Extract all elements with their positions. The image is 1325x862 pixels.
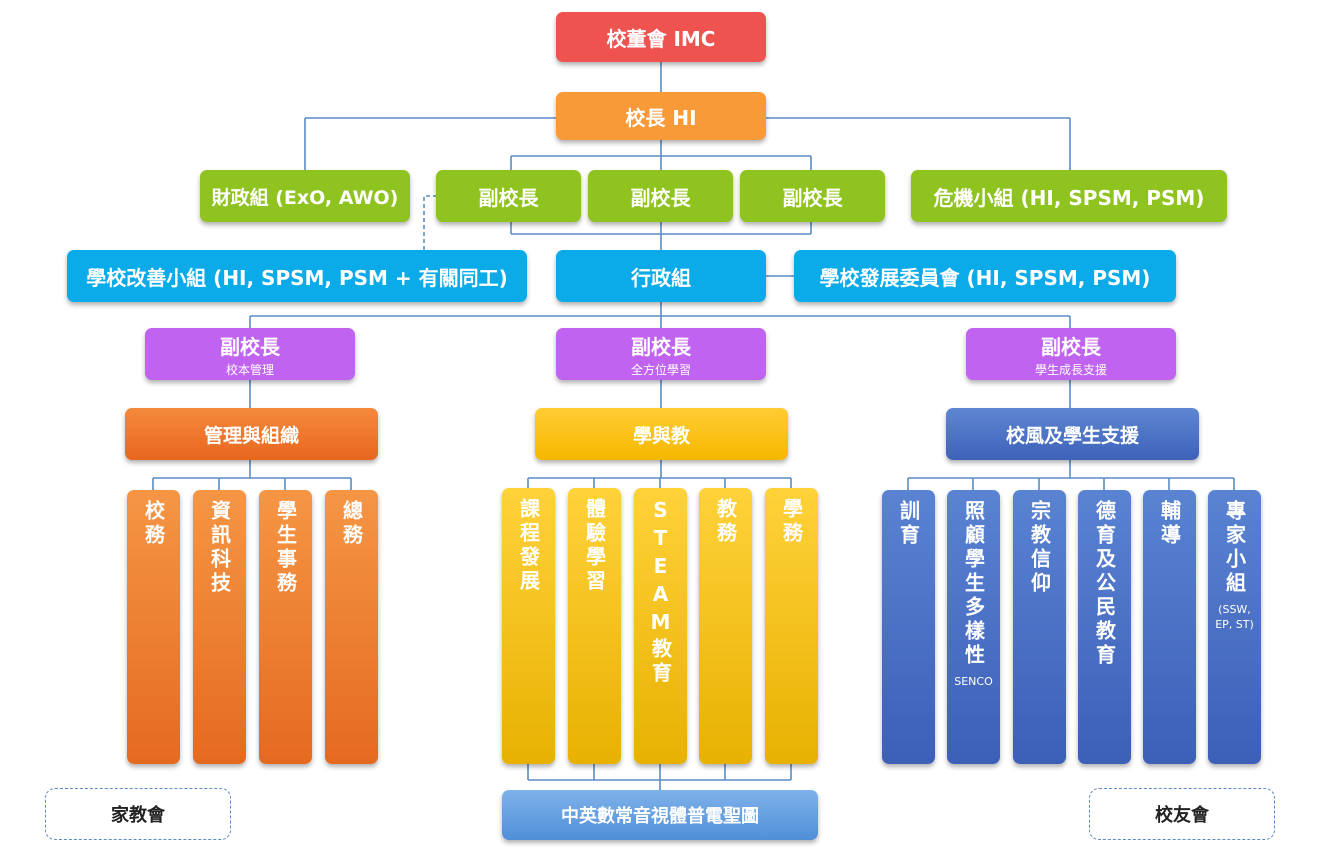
principal-label: 校長 HI	[625, 105, 697, 130]
deputy-support-sub: 學生成長支援	[1034, 362, 1107, 377]
column-curriculum: 課程發展	[502, 488, 555, 764]
column-it-label: 資訊科技	[207, 500, 232, 596]
column-experiential: 體驗學習	[568, 488, 621, 764]
column-discipline-label: 訓育	[896, 500, 921, 548]
deputy-top-2: 副校長	[588, 170, 733, 222]
column-academic-label: 教務	[713, 498, 738, 546]
pta-label: 家教會	[111, 805, 165, 826]
alumni-label: 校友會	[1155, 805, 1209, 826]
deputy-top-1: 副校長	[436, 170, 581, 222]
crisis-box: 危機小組 (HI, SPSM, PSM)	[911, 170, 1227, 222]
alumni-box: 校友會	[1089, 788, 1275, 840]
column-discipline: 訓育	[882, 490, 935, 764]
resource-centre-label: 中英數常音視體普電聖圖	[561, 806, 759, 827]
deputy-top-3-label: 副校長	[782, 185, 843, 210]
admin-label: 行政組	[631, 265, 691, 290]
column-religion-label: 宗教信仰	[1027, 500, 1052, 596]
column-moral-civic: 德育及公民教育	[1078, 490, 1131, 764]
deputy-top-2-label: 副校長	[630, 185, 691, 210]
branch-learning: 學與教	[535, 408, 788, 460]
deputy-top-3: 副校長	[740, 170, 885, 222]
column-student-affairs: 學生事務	[259, 490, 312, 764]
column-specialists-note: (SSW, EP, ST)	[1215, 603, 1254, 631]
branch-management: 管理與組織	[125, 408, 378, 460]
column-steam: STEAM教育	[634, 488, 687, 764]
column-it: 資訊科技	[193, 490, 246, 764]
finance-box: 財政組 (ExO, AWO)	[200, 170, 410, 222]
deputy-learning-title: 副校長	[631, 334, 691, 359]
deputy-top-1-label: 副校長	[478, 185, 539, 210]
principal-box: 校長 HI	[556, 92, 766, 140]
column-diversity-note: SENCO	[954, 675, 993, 688]
pta-box: 家教會	[45, 788, 231, 840]
column-specialists-label: 專家小組	[1222, 500, 1247, 596]
branch-learning-label: 學與教	[632, 424, 690, 447]
column-diversity: 照顧學生多樣性 SENCO	[947, 490, 1000, 764]
deputy-learning-sub: 全方位學習	[630, 362, 691, 377]
improvement-label: 學校改善小組 (HI, SPSM, PSM + 有關同工)	[86, 265, 508, 290]
imc-label: 校董會 IMC	[606, 26, 716, 51]
column-general-affairs: 總務	[325, 490, 378, 764]
admin-box: 行政組	[556, 250, 766, 302]
column-moral-civic-label: 德育及公民教育	[1092, 500, 1117, 668]
deputy-management: 副校長 校本管理	[145, 328, 355, 380]
development-label: 學校發展委員會 (HI, SPSM, PSM)	[819, 265, 1151, 290]
branch-support: 校風及學生支援	[946, 408, 1199, 460]
column-student-affairs-label: 學生事務	[273, 500, 298, 596]
column-school-affairs: 校務	[127, 490, 180, 764]
crisis-label: 危機小組 (HI, SPSM, PSM)	[933, 185, 1205, 210]
branch-management-label: 管理與組織	[203, 424, 299, 447]
imc-box: 校董會 IMC	[556, 12, 766, 62]
deputy-support-title: 副校長	[1041, 334, 1101, 359]
deputy-learning: 副校長 全方位學習	[556, 328, 766, 380]
column-academic: 教務	[699, 488, 752, 764]
finance-label: 財政組 (ExO, AWO)	[211, 186, 399, 209]
column-religion: 宗教信仰	[1013, 490, 1066, 764]
column-steam-label: STEAM教育	[648, 498, 673, 686]
column-diversity-label: 照顧學生多樣性	[961, 500, 986, 668]
column-experiential-label: 體驗學習	[582, 498, 607, 594]
deputy-management-sub: 校本管理	[225, 362, 274, 377]
deputy-support: 副校長 學生成長支援	[966, 328, 1176, 380]
deputy-management-title: 副校長	[220, 334, 280, 359]
column-studies-label: 學務	[779, 498, 804, 546]
column-curriculum-label: 課程發展	[516, 498, 541, 594]
column-counselling-label: 輔導	[1157, 500, 1182, 548]
column-general-affairs-label: 總務	[339, 500, 364, 548]
resource-centre-box: 中英數常音視體普電聖圖	[502, 790, 818, 840]
improvement-box: 學校改善小組 (HI, SPSM, PSM + 有關同工)	[67, 250, 527, 302]
branch-support-label: 校風及學生支援	[1005, 424, 1139, 447]
column-studies: 學務	[765, 488, 818, 764]
development-box: 學校發展委員會 (HI, SPSM, PSM)	[794, 250, 1176, 302]
column-school-affairs-label: 校務	[141, 500, 166, 548]
column-specialists: 專家小組 (SSW, EP, ST)	[1208, 490, 1261, 764]
column-counselling: 輔導	[1143, 490, 1196, 764]
